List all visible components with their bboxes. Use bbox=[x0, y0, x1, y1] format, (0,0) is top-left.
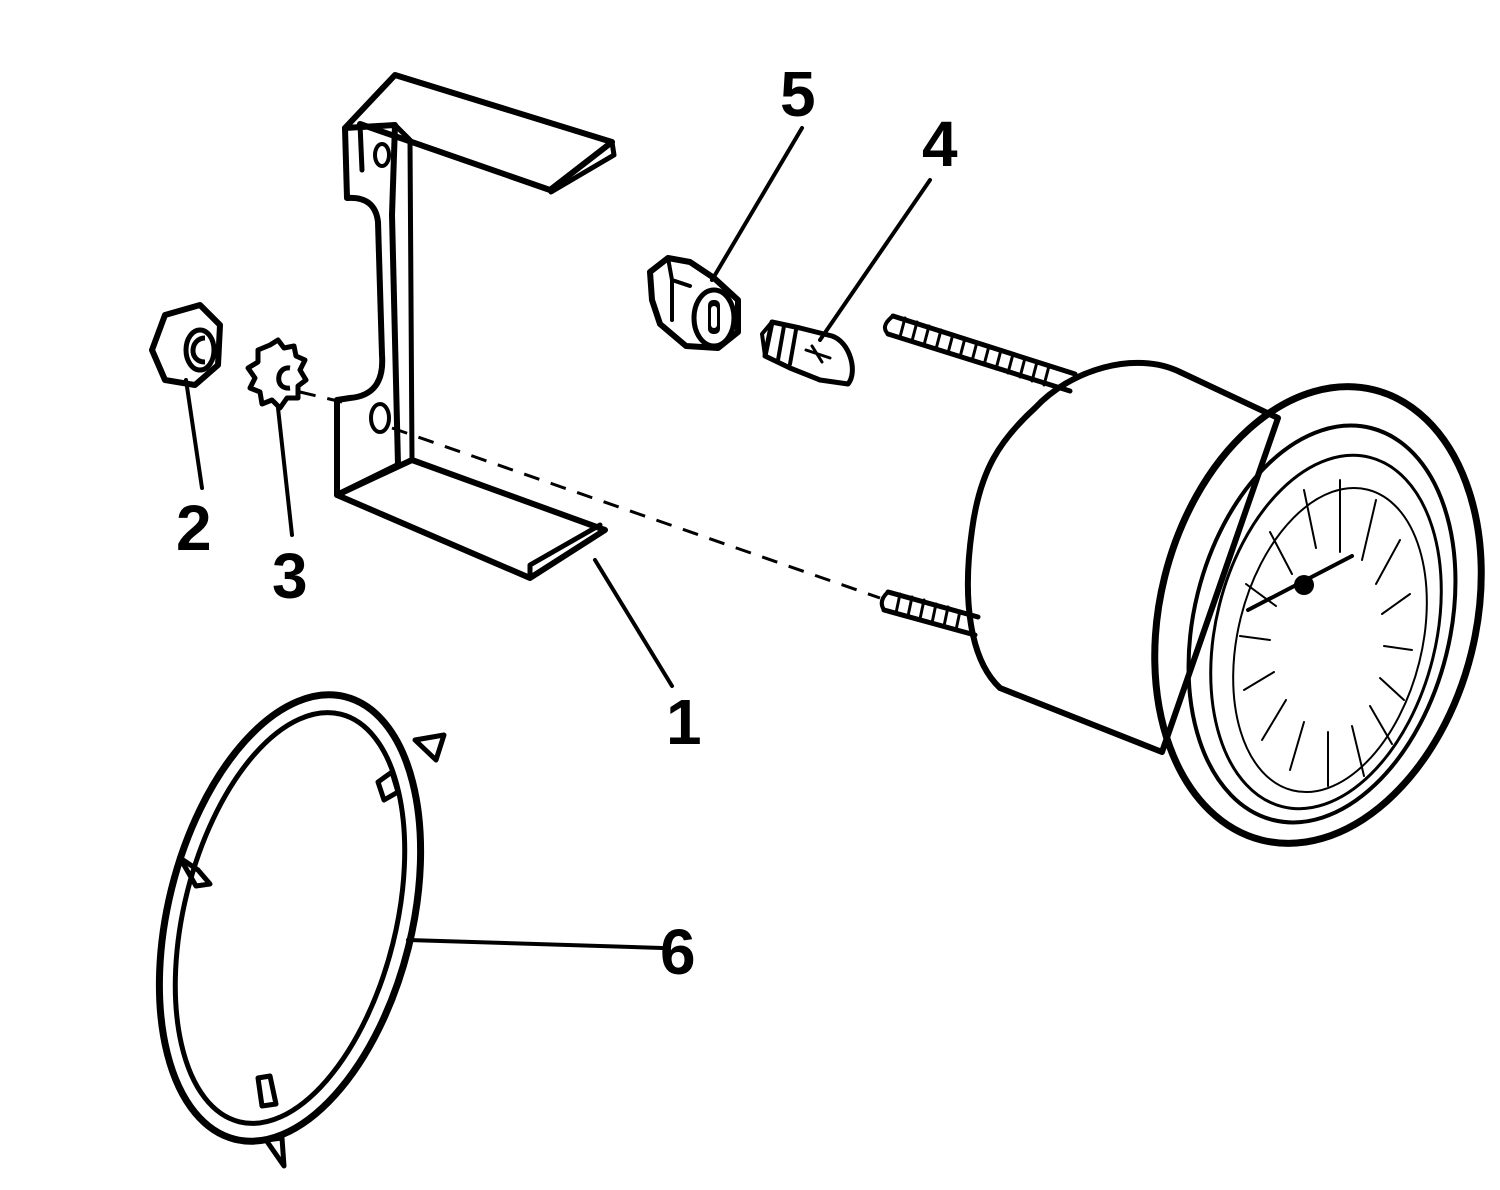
callout-3: 3 bbox=[272, 540, 308, 612]
leader-4 bbox=[818, 178, 932, 342]
assembly-centerline bbox=[299, 390, 881, 600]
callout-6: 6 bbox=[660, 916, 696, 988]
bulb bbox=[760, 319, 855, 387]
leader-5 bbox=[710, 126, 804, 282]
gauge-body bbox=[879, 313, 1485, 847]
leader-2 bbox=[184, 378, 204, 490]
callout-2: 2 bbox=[176, 492, 212, 564]
lower-stud bbox=[879, 589, 981, 638]
bulb-socket bbox=[647, 255, 741, 351]
callout-labels: 1 2 3 4 5 6 bbox=[176, 58, 958, 988]
upper-stud bbox=[882, 313, 1078, 394]
hex-nut bbox=[149, 302, 223, 388]
leader-lines bbox=[184, 126, 932, 950]
mounting-bracket bbox=[334, 72, 617, 581]
lock-washer bbox=[245, 337, 309, 411]
callout-5: 5 bbox=[780, 58, 816, 130]
leader-6 bbox=[406, 938, 664, 950]
gauge-dial bbox=[1232, 479, 1428, 794]
retaining-ring bbox=[155, 691, 447, 1169]
callout-1: 1 bbox=[666, 686, 702, 758]
callout-4: 4 bbox=[922, 108, 958, 180]
leader-1 bbox=[593, 558, 674, 688]
leader-3 bbox=[276, 406, 294, 537]
